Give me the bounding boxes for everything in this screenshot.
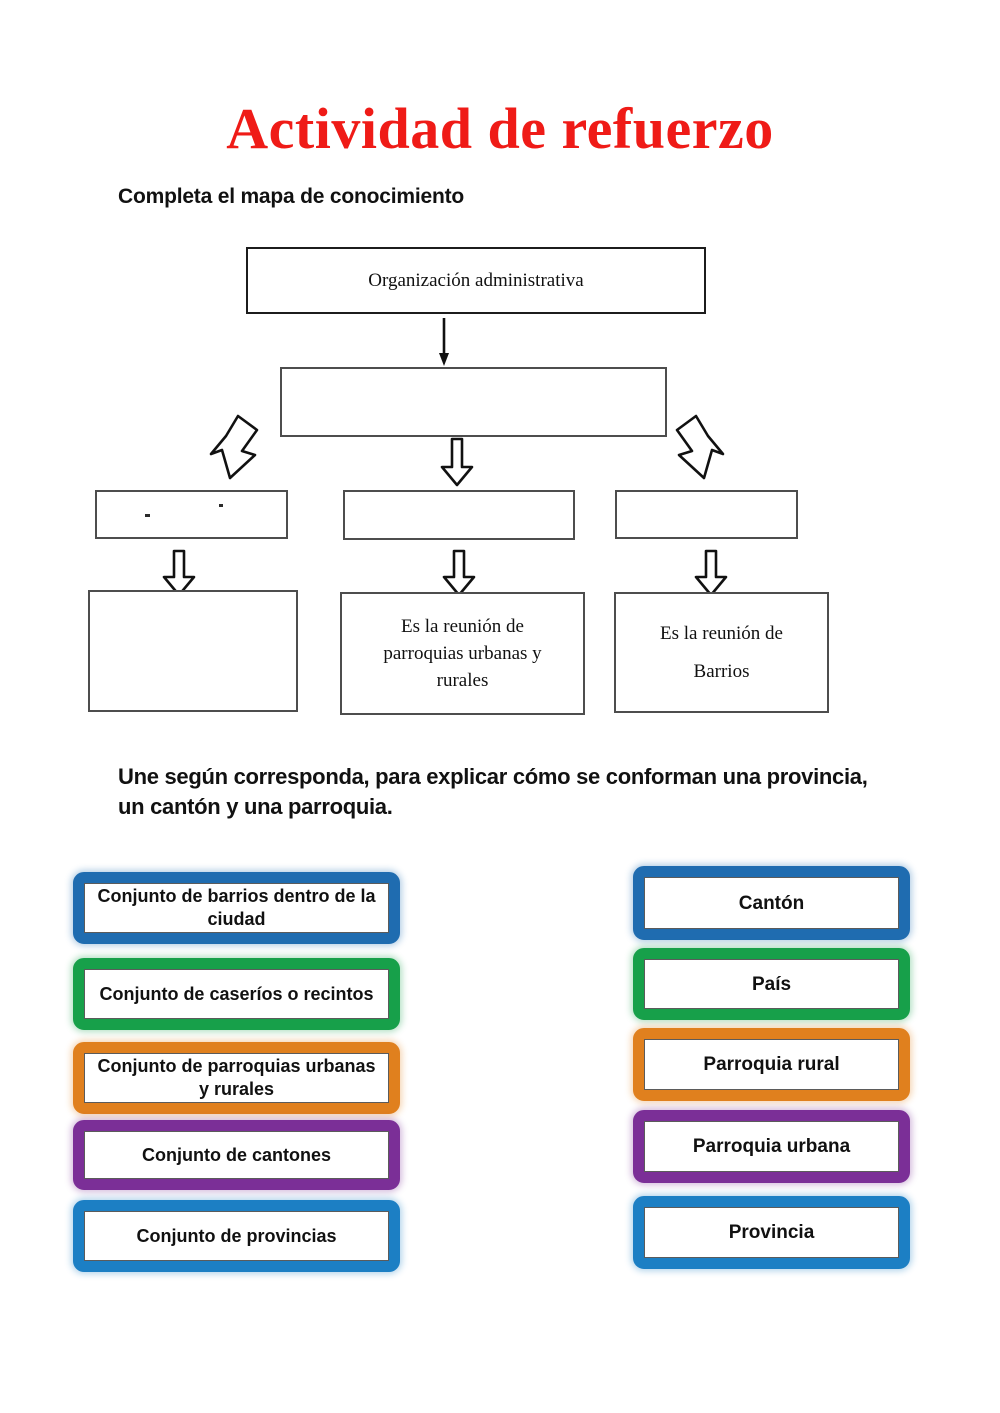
match-card-right-label: Provincia [644,1207,899,1258]
block-arrow-down-left-icon [209,414,259,480]
match-card-right-label: País [644,959,899,1009]
map-box-level2-center-blank[interactable] [343,490,575,540]
match-card-left-label: Conjunto de provincias [84,1211,389,1261]
match-card-right[interactable]: País [633,948,910,1020]
map-box-level3-right: Es la reunión de Barrios [614,592,829,713]
erased-text-speck [219,504,223,507]
match-card-left-label: Conjunto de caseríos o recintos [84,969,389,1019]
erased-text-speck [145,514,150,517]
match-card-right-label: Cantón [644,877,899,929]
match-card-right[interactable]: Parroquia rural [633,1028,910,1101]
page-title: Actividad de refuerzo [226,96,774,161]
match-card-right-label: Parroquia rural [644,1039,899,1090]
instruction-complete-map: Completa el mapa de conocimiento [118,185,465,208]
map-box-root-label: Organización administrativa [368,270,584,291]
match-card-left-label: Conjunto de barrios dentro de la ciudad [84,883,389,933]
map-box-level3-right-line1: Es la reunión de [660,622,783,644]
map-box-level3-center-line3: rurales [436,670,489,691]
map-box-level2-left-blank[interactable] [95,490,288,539]
match-card-right-label: Parroquia urbana [644,1121,899,1172]
map-box-root: Organización administrativa [246,247,706,314]
match-card-left[interactable]: Conjunto de barrios dentro de la ciudad [73,872,400,944]
map-box-level3-left-blank[interactable] [88,590,298,712]
block-arrow-down-center-icon [440,437,474,487]
match-card-left[interactable]: Conjunto de parroquias urbanas y rurales [73,1042,400,1114]
match-card-left-label: Conjunto de parroquias urbanas y rurales [84,1053,389,1103]
instruction-match-items: Une según corresponda, para explicar cóm… [118,764,868,819]
map-box-level3-center-line1: Es la reunión de [401,616,524,637]
block-arrow-down-center-lower-icon [442,549,476,597]
block-arrow-down-left-lower-icon [162,549,196,597]
map-box-level3-right-label: Es la reunión de Barrios [652,615,791,691]
block-arrow-down-right-icon [675,414,725,480]
map-box-level2-right-blank[interactable] [615,490,798,539]
match-card-right[interactable]: Provincia [633,1196,910,1269]
block-arrow-down-right-lower-icon [694,549,728,597]
match-card-left[interactable]: Conjunto de caseríos o recintos [73,958,400,1030]
map-box-level3-center: Es la reunión de parroquias urbanas y ru… [340,592,585,715]
map-box-level1-blank[interactable] [280,367,667,437]
match-card-left[interactable]: Conjunto de cantones [73,1120,400,1190]
map-box-level3-center-label: Es la reunión de parroquias urbanas y ru… [375,613,549,694]
match-card-left[interactable]: Conjunto de provincias [73,1200,400,1272]
map-box-level3-center-line2: parroquias urbanas y [383,643,542,664]
match-card-right[interactable]: Parroquia urbana [633,1110,910,1183]
match-card-right[interactable]: Cantón [633,866,910,940]
match-card-left-label: Conjunto de cantones [84,1131,389,1179]
concept-map-diagram: Organización administrativa [88,247,829,715]
map-box-level3-right-line2: Barrios [693,660,750,682]
connector-arrow-down-icon [439,318,449,366]
